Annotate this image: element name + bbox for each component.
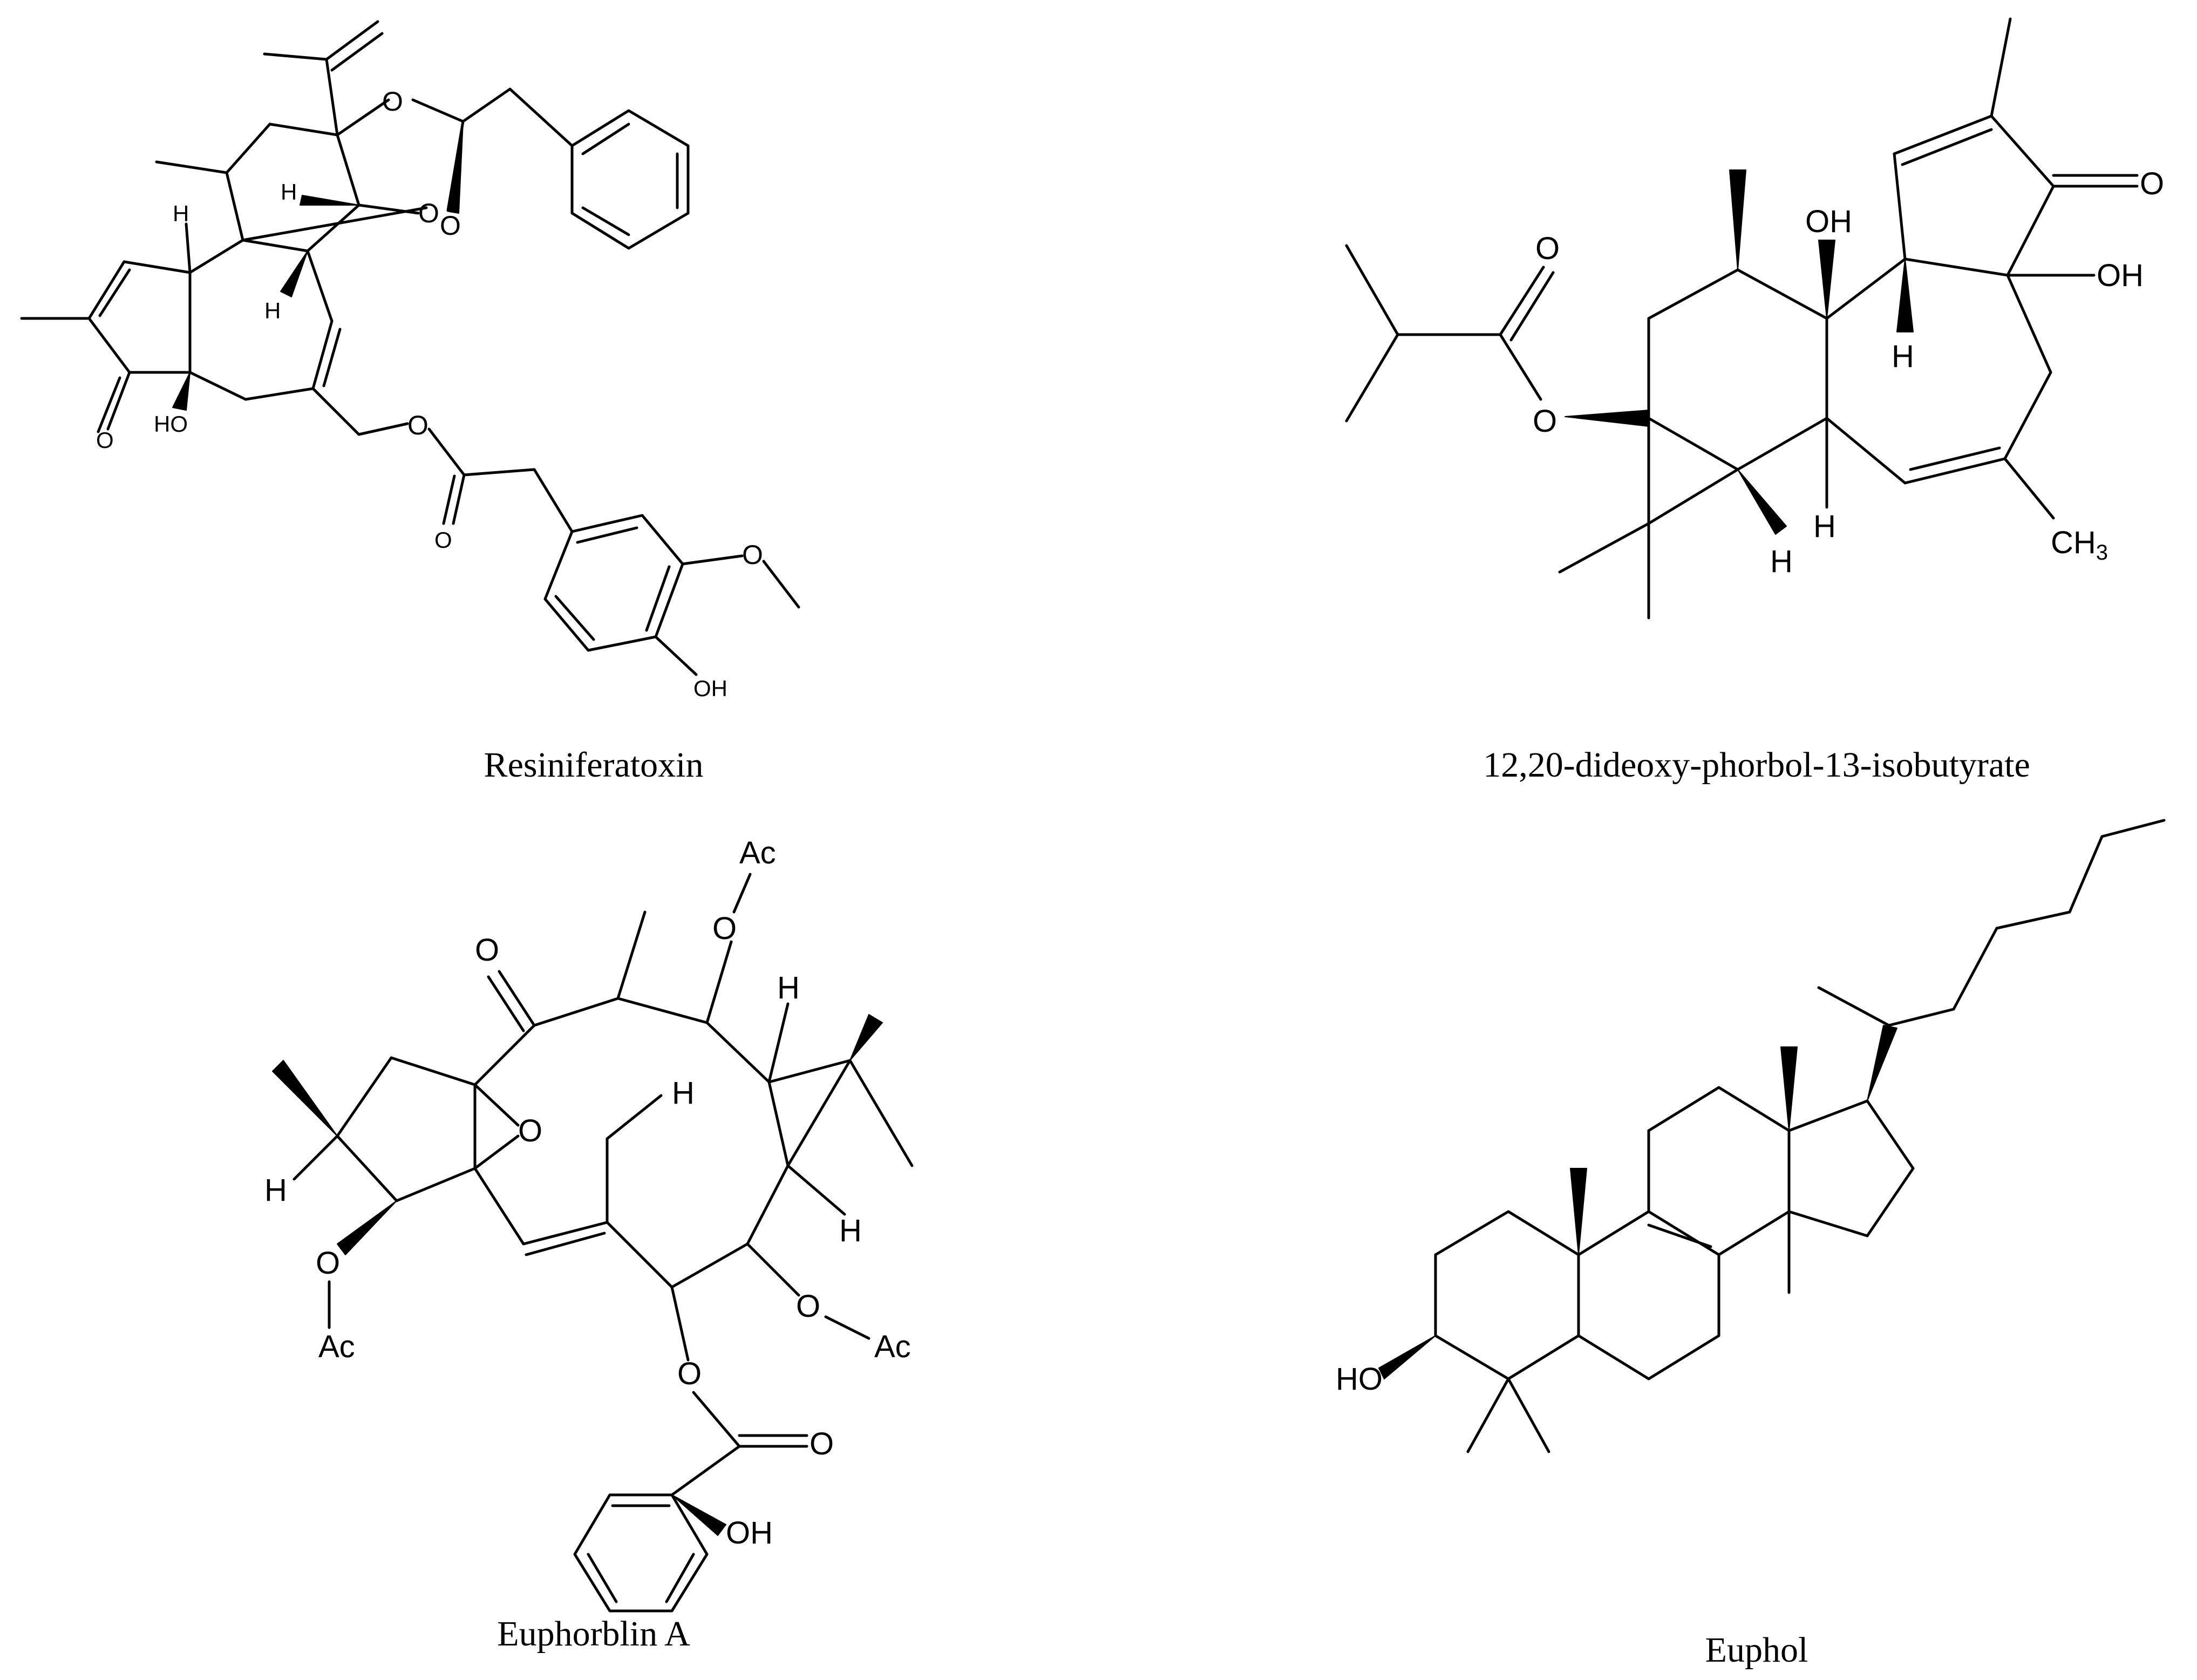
atom-h1: H — [173, 201, 189, 226]
atom-oh-9: OH — [1805, 204, 1852, 239]
structure-dideoxyphorbol: O O H OH H CH3 — [1345, 17, 2164, 620]
atom-h-10: H — [1813, 509, 1836, 544]
caption-resiniferatoxin: Resiniferatoxin — [484, 745, 704, 785]
atom-o-epoxide: O — [518, 1113, 542, 1148]
atom-oh-mandelate: OH — [726, 1515, 773, 1550]
atom-o-euph-ketone: O — [475, 933, 499, 968]
caption-dideoxyphorbol: 12,20-dideoxy-phorbol-13-isobutyrate — [1483, 745, 2030, 785]
atom-o-6: O — [434, 527, 452, 553]
atom-o-4: O — [440, 210, 461, 241]
atom-o-euph-1: O — [316, 1246, 340, 1281]
atom-o-ketone: O — [96, 427, 114, 453]
atom-ho: HO — [154, 411, 188, 437]
atom-h3: H — [281, 179, 297, 205]
atom-oh-4: OH — [2097, 258, 2144, 293]
atom-ch3: CH3 — [2051, 525, 2108, 564]
atom-h-4a: H — [1892, 339, 1914, 374]
atom-ac-3: Ac — [874, 1329, 911, 1364]
structure-euphorblin-a: H O Ac O O O Ac H H — [264, 835, 914, 1613]
atom-ho-euphol: HO — [1336, 1362, 1383, 1397]
atom-o-euph-5: O — [810, 1426, 834, 1461]
atom-o-ester: O — [1533, 404, 1557, 439]
atom-o-2: O — [382, 86, 403, 117]
atom-o-5: O — [407, 410, 428, 440]
atom-h-euph-3: H — [839, 1213, 862, 1248]
atom-o-euph-4: O — [677, 1356, 702, 1391]
atom-o-methoxy: O — [742, 540, 763, 570]
structure-euphol: HO — [1336, 819, 2166, 1453]
atom-h-euph-4: H — [672, 1076, 695, 1111]
atom-h-cyclopropyl: H — [1770, 544, 1793, 579]
atom-o-euph-3: O — [796, 1289, 820, 1324]
atom-o-ketone-5: O — [2140, 166, 2164, 201]
atom-h-euph-1: H — [264, 1173, 287, 1208]
atom-o-euph-2: O — [712, 911, 737, 946]
atom-o-3: O — [418, 198, 439, 228]
structure-resiniferatoxin: O HO H H O O — [20, 20, 800, 701]
caption-euphol: Euphol — [1705, 1630, 1808, 1670]
atom-h2: H — [264, 298, 281, 323]
atom-oh-vanillyl: OH — [693, 676, 727, 701]
atom-ac-1: Ac — [318, 1329, 355, 1364]
atom-h-euph-2: H — [777, 970, 800, 1005]
atom-ac-2: Ac — [739, 835, 776, 870]
caption-euphorblin-a: Euphorblin A — [497, 1614, 690, 1654]
atom-o-carbonyl: O — [1535, 231, 1560, 266]
